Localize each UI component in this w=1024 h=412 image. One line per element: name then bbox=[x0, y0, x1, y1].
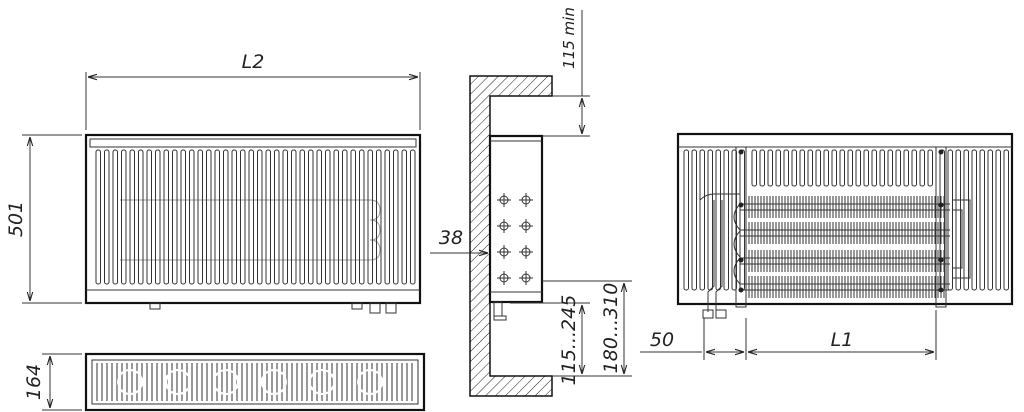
cutaway-body bbox=[676, 132, 1014, 306]
dimension-top-clearance: 115 min bbox=[542, 7, 590, 137]
dimension-l2-label: L2 bbox=[242, 51, 265, 73]
top-view-grille bbox=[96, 363, 413, 401]
front-view-foot-right bbox=[351, 302, 363, 310]
dimension-height: 501 bbox=[5, 134, 82, 304]
dimension-l1-label: L1 bbox=[831, 329, 854, 351]
dimension-connection-high-label: 180...310 bbox=[600, 283, 622, 374]
dimension-wall-gap: 38 bbox=[430, 227, 488, 253]
front-view-connector-1 bbox=[369, 302, 381, 314]
cutaway-view bbox=[676, 132, 1014, 319]
section-tube-grid bbox=[497, 193, 533, 285]
dimension-depth: 164 bbox=[23, 353, 82, 411]
section-view bbox=[469, 75, 553, 397]
front-view-connector-2 bbox=[385, 302, 397, 314]
dimension-side-offset-label: 50 bbox=[650, 329, 674, 351]
section-foot bbox=[493, 301, 503, 317]
top-view-grille-frame bbox=[91, 359, 419, 405]
front-view-top-rail bbox=[89, 138, 417, 148]
dimension-connection-low-label: 115...245 bbox=[558, 295, 580, 386]
front-view bbox=[84, 133, 422, 314]
section-wall bbox=[469, 75, 553, 397]
dimension-l1: L1 bbox=[748, 310, 937, 360]
dimension-height-label: 501 bbox=[5, 201, 27, 237]
dimension-depth-label: 164 bbox=[23, 364, 45, 400]
dimension-connection-heights: 115...245 180...310 bbox=[510, 280, 632, 386]
top-view-body bbox=[84, 352, 426, 412]
front-view-foot-left bbox=[149, 302, 161, 310]
cutaway-bracket-right bbox=[935, 146, 947, 308]
dimension-wall-gap-label: 38 bbox=[439, 227, 463, 249]
dimension-top-clearance-label: 115 min bbox=[560, 7, 578, 69]
cutaway-heat-exchanger-pipes bbox=[733, 149, 950, 298]
top-view bbox=[84, 352, 426, 412]
cutaway-fins bbox=[683, 149, 1009, 291]
front-view-fins bbox=[95, 149, 416, 285]
dimension-l2: L2 bbox=[85, 51, 421, 130]
front-view-pipe-outline bbox=[120, 199, 381, 261]
front-view-body bbox=[84, 133, 422, 305]
dimension-side-offset: 50 bbox=[640, 318, 747, 360]
section-convector-body bbox=[488, 134, 544, 304]
